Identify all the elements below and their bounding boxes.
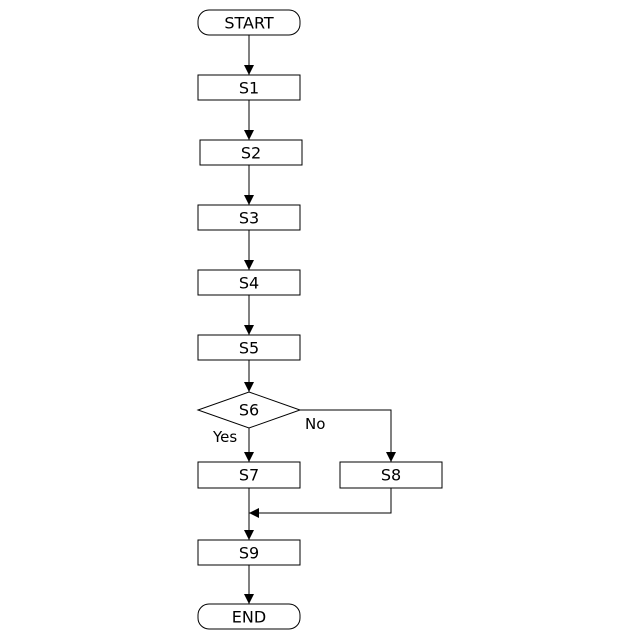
step-s1-label: S1 xyxy=(239,79,259,98)
yes-branch-label: Yes xyxy=(212,428,237,446)
step-s7: S7 xyxy=(198,462,300,488)
decision-s6: S6 xyxy=(198,392,300,428)
step-s1: S1 xyxy=(198,75,300,100)
step-s8-label: S8 xyxy=(381,466,401,485)
step-s5-label: S5 xyxy=(239,339,259,358)
step-s7-label: S7 xyxy=(239,466,259,485)
no-branch-label: No xyxy=(305,415,325,433)
step-s3: S3 xyxy=(198,205,300,230)
step-s9: S9 xyxy=(198,540,300,565)
decision-s6-label: S6 xyxy=(239,401,259,420)
start-label: START xyxy=(224,14,274,33)
step-s2-label: S2 xyxy=(241,144,261,163)
step-s9-label: S9 xyxy=(239,544,259,563)
end-terminal: END xyxy=(198,604,300,629)
step-s4: S4 xyxy=(198,270,300,295)
arrow-s8-merge xyxy=(249,488,391,513)
step-s8: S8 xyxy=(340,462,442,488)
start-terminal: START xyxy=(198,10,300,35)
end-label: END xyxy=(232,608,266,627)
step-s2: S2 xyxy=(200,140,302,165)
step-s5: S5 xyxy=(198,335,300,360)
step-s3-label: S3 xyxy=(239,209,259,228)
step-s4-label: S4 xyxy=(239,274,259,293)
